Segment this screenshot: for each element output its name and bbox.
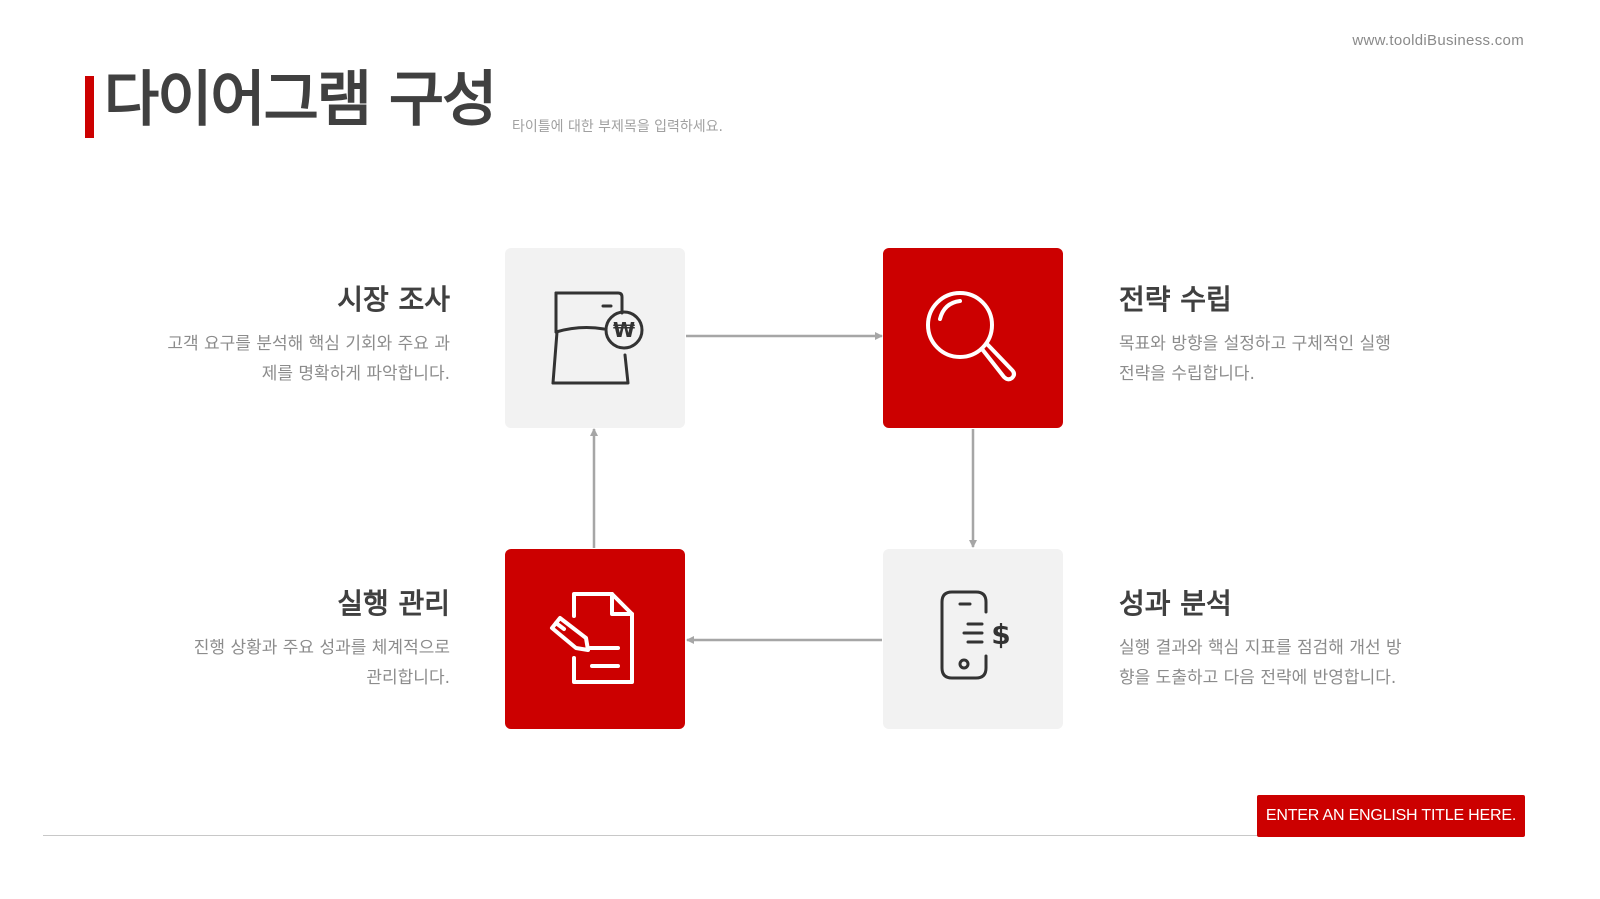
step-title-strategy: 전략 수립 bbox=[1119, 283, 1232, 316]
page-subtitle: 타이틀에 대한 부제목을 입력하세요. bbox=[512, 119, 723, 135]
mobile-dollar-icon: $ bbox=[918, 584, 1028, 694]
step-desc-line: 향을 도출하고 다음 전략에 반영합니다. bbox=[1119, 668, 1397, 688]
step-desc-line: 전략을 수립합니다. bbox=[1119, 364, 1255, 384]
step-desc-line: 고객 요구를 분석해 핵심 기회와 주요 과 bbox=[167, 334, 450, 354]
step-box-analysis: $ bbox=[883, 549, 1063, 729]
svg-text:₩: ₩ bbox=[613, 318, 635, 342]
step-title-execution: 실행 관리 bbox=[337, 587, 450, 620]
step-box-execution bbox=[505, 549, 685, 729]
english-title-button[interactable]: ENTER AN ENGLISH TITLE HERE. bbox=[1257, 795, 1525, 837]
svg-text:$: $ bbox=[991, 618, 1010, 651]
step-box-market-research: ₩ bbox=[505, 248, 685, 428]
step-desc-line: 실행 결과와 핵심 지표를 점검해 개선 방 bbox=[1119, 638, 1402, 658]
website-url: www.tooldiBusiness.com bbox=[1352, 32, 1524, 49]
step-desc-line: 목표와 방향을 설정하고 구체적인 실행 bbox=[1119, 334, 1391, 354]
step-desc-market-research: 고객 요구를 분석해 핵심 기회와 주요 과 제를 명확하게 파악합니다. bbox=[110, 329, 450, 389]
step-desc-analysis: 실행 결과와 핵심 지표를 점검해 개선 방 향을 도출하고 다음 전략에 반영… bbox=[1119, 633, 1459, 693]
step-title-market-research: 시장 조사 bbox=[337, 283, 450, 316]
document-edit-icon bbox=[540, 584, 650, 694]
step-desc-line: 진행 상황과 주요 성과를 체계적으로 bbox=[193, 638, 450, 658]
magnifier-icon bbox=[918, 283, 1028, 393]
step-title-analysis: 성과 분석 bbox=[1119, 587, 1232, 620]
step-desc-line: 관리합니다. bbox=[366, 668, 450, 688]
title-accent-bar bbox=[85, 76, 94, 138]
step-desc-line: 제를 명확하게 파악합니다. bbox=[261, 364, 450, 384]
footer-divider bbox=[43, 835, 1525, 836]
step-desc-strategy: 목표와 방향을 설정하고 구체적인 실행 전략을 수립합니다. bbox=[1119, 329, 1439, 389]
step-desc-execution: 진행 상황과 주요 성과를 체계적으로 관리합니다. bbox=[110, 633, 450, 693]
wallet-won-icon: ₩ bbox=[540, 283, 650, 393]
step-box-strategy bbox=[883, 248, 1063, 428]
page-title: 다이어그램 구성 bbox=[104, 65, 497, 135]
